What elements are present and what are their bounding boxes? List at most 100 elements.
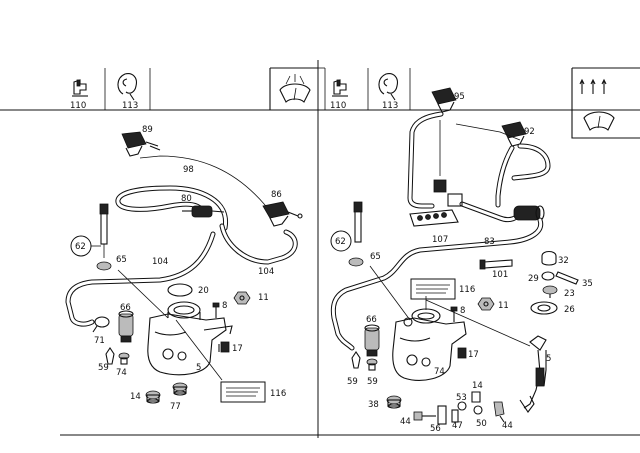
callout-59: 59 xyxy=(347,377,358,387)
callout-17: 17 xyxy=(468,350,479,360)
callout-104: 104 xyxy=(258,267,274,277)
cap-part-20 xyxy=(167,283,193,297)
header-right: 110 113 xyxy=(318,67,640,139)
heated-washer-symbol xyxy=(571,67,640,139)
rubber-mount-part-14 xyxy=(145,390,161,404)
hose-clip-icon xyxy=(332,79,348,97)
callout-32: 32 xyxy=(558,256,569,266)
windshield-washer-symbol xyxy=(269,67,318,110)
callout-17: 17 xyxy=(232,344,243,354)
callout-104: 104 xyxy=(152,257,168,267)
washer-reservoir-part-5 xyxy=(147,301,233,376)
level-sensor xyxy=(353,201,363,243)
callout-47: 56 xyxy=(430,424,441,434)
callout-86: 86 xyxy=(271,190,282,200)
right-panel: 95 92 107 xyxy=(330,87,593,434)
wiring-harness-part-38 xyxy=(519,335,547,413)
callout-8: 8 xyxy=(460,306,465,316)
callout-95: 95 xyxy=(454,92,465,102)
callout-101: 101 xyxy=(492,270,508,280)
callout-98: 98 xyxy=(183,165,194,175)
check-valve-part-80 xyxy=(182,205,225,218)
nozzle-part-95 xyxy=(431,87,457,113)
grommet-part-74 xyxy=(118,352,130,365)
filter-part-26 xyxy=(542,285,558,298)
nut-part-11 xyxy=(233,291,251,305)
spring-clamp-icon xyxy=(117,73,137,101)
nozzle-part-89 xyxy=(121,131,161,157)
callout-83: 83 xyxy=(484,237,495,247)
screw-part-53 xyxy=(413,411,436,421)
label-plate-part-116 xyxy=(220,381,266,403)
callout-92: 92 xyxy=(524,127,535,137)
callout-71: 71 xyxy=(94,336,105,346)
callout-5: 74 xyxy=(434,367,445,377)
callout-41: 44 xyxy=(502,421,513,431)
grommet-part-65 xyxy=(348,257,364,267)
hose-clip-icon xyxy=(72,79,88,97)
callout-65: 65 xyxy=(116,255,127,265)
nut-part-11 xyxy=(477,297,495,311)
callout-77: 77 xyxy=(170,402,181,412)
pipe-part-101 xyxy=(479,259,513,270)
pump-seal-part-23 xyxy=(530,301,558,315)
callout-50: 47 xyxy=(452,421,463,431)
seal-part-29 xyxy=(541,271,555,281)
rubber-mount-part-77 xyxy=(172,382,188,396)
callout-56: 53 xyxy=(456,393,467,403)
strap-part-35 xyxy=(555,271,579,285)
bracket-part-47 xyxy=(437,405,447,425)
contact-part-44 xyxy=(471,391,481,403)
callout-74: 59 xyxy=(367,377,378,387)
callout-65: 65 xyxy=(370,252,381,262)
level-sensor xyxy=(99,203,109,258)
grommet-part-65 xyxy=(96,261,112,271)
callout-53: 44 xyxy=(400,417,411,427)
rubber-mount-part-14 xyxy=(386,395,402,409)
pump-part-66 xyxy=(364,324,380,357)
connector-part-17 xyxy=(457,347,467,359)
label-plate-part-116 xyxy=(410,278,456,300)
callout-23: 26 xyxy=(564,305,575,315)
header-right-label-113: 113 xyxy=(382,101,398,111)
hose-connector-part-59 xyxy=(351,351,361,369)
pump-part-66 xyxy=(118,310,134,343)
callout-35: 35 xyxy=(582,279,593,289)
callout-80: 80 xyxy=(181,194,192,204)
bolt-part-8 xyxy=(450,306,458,322)
spring-clamp-icon xyxy=(378,73,398,101)
washer-reservoir-part-5 xyxy=(392,308,467,381)
callout-26: 23 xyxy=(564,289,575,299)
hose-connector-part-59 xyxy=(105,347,115,365)
bolt-part-8 xyxy=(212,302,220,318)
connector-part-17 xyxy=(218,341,230,353)
callout-11: 11 xyxy=(258,293,269,303)
heater-element-part-107 xyxy=(409,209,459,227)
callout-circle-62 xyxy=(330,230,352,252)
callout-44: 50 xyxy=(476,419,487,429)
contact-part-44 xyxy=(473,405,483,415)
cap-part-32 xyxy=(541,250,557,266)
callout-66: 66 xyxy=(366,315,377,325)
clamp-part-71 xyxy=(92,316,110,333)
callout-89: 89 xyxy=(142,125,153,135)
hose-connector xyxy=(447,193,463,207)
header-right-label-110: 110 xyxy=(330,101,346,111)
callout-107: 107 xyxy=(432,235,448,245)
hose-connector xyxy=(433,179,447,193)
nozzle-part-86 xyxy=(262,201,303,227)
washer-part-56 xyxy=(457,401,467,411)
left-panel: 89 98 80 86 62 xyxy=(65,125,303,412)
callout-14: 14 xyxy=(130,392,141,402)
grommet-part-74 xyxy=(366,358,378,371)
callout-62: 62 xyxy=(75,242,86,252)
callout-59: 59 xyxy=(98,363,109,373)
sensor-part-41 xyxy=(493,401,505,423)
callout-29: 29 xyxy=(528,274,539,284)
header-left-label-110: 110 xyxy=(70,101,86,111)
callout-11: 11 xyxy=(498,301,509,311)
header-left-label-113: 113 xyxy=(122,101,138,111)
clip-part-50 xyxy=(451,409,459,423)
callout-8: 8 xyxy=(222,301,227,311)
